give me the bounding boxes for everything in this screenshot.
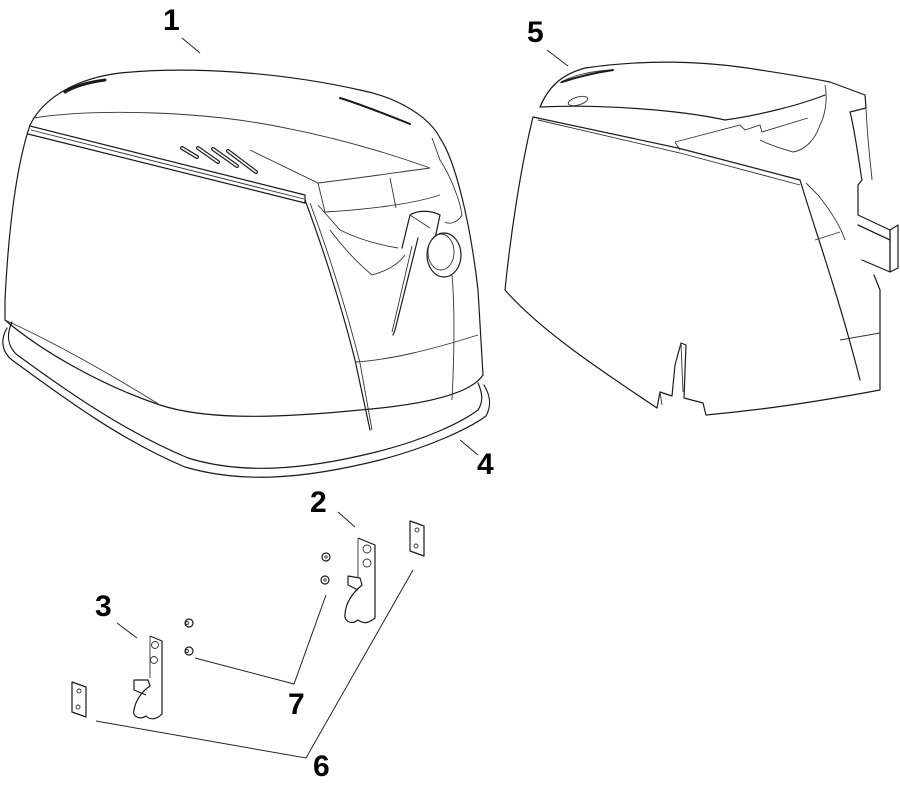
cowl-seal (2, 321, 491, 478)
callout-1: 1 (163, 4, 180, 37)
callout-7: 7 (288, 688, 305, 721)
latch-plates (71, 520, 425, 718)
callout-2: 2 (310, 486, 327, 519)
latch-bracket-right (344, 537, 376, 624)
callout-3: 3 (95, 590, 112, 623)
upper-cowl-right (504, 61, 899, 416)
release-knob (426, 232, 462, 278)
vent-slots (180, 146, 258, 174)
callout-6: 6 (313, 750, 330, 783)
upper-cowl-left (4, 69, 484, 431)
callout-4: 4 (477, 448, 494, 481)
latch-bracket-left (133, 635, 163, 720)
screws (184, 552, 331, 656)
leader-lines (95, 37, 569, 759)
callout-5: 5 (527, 16, 544, 49)
